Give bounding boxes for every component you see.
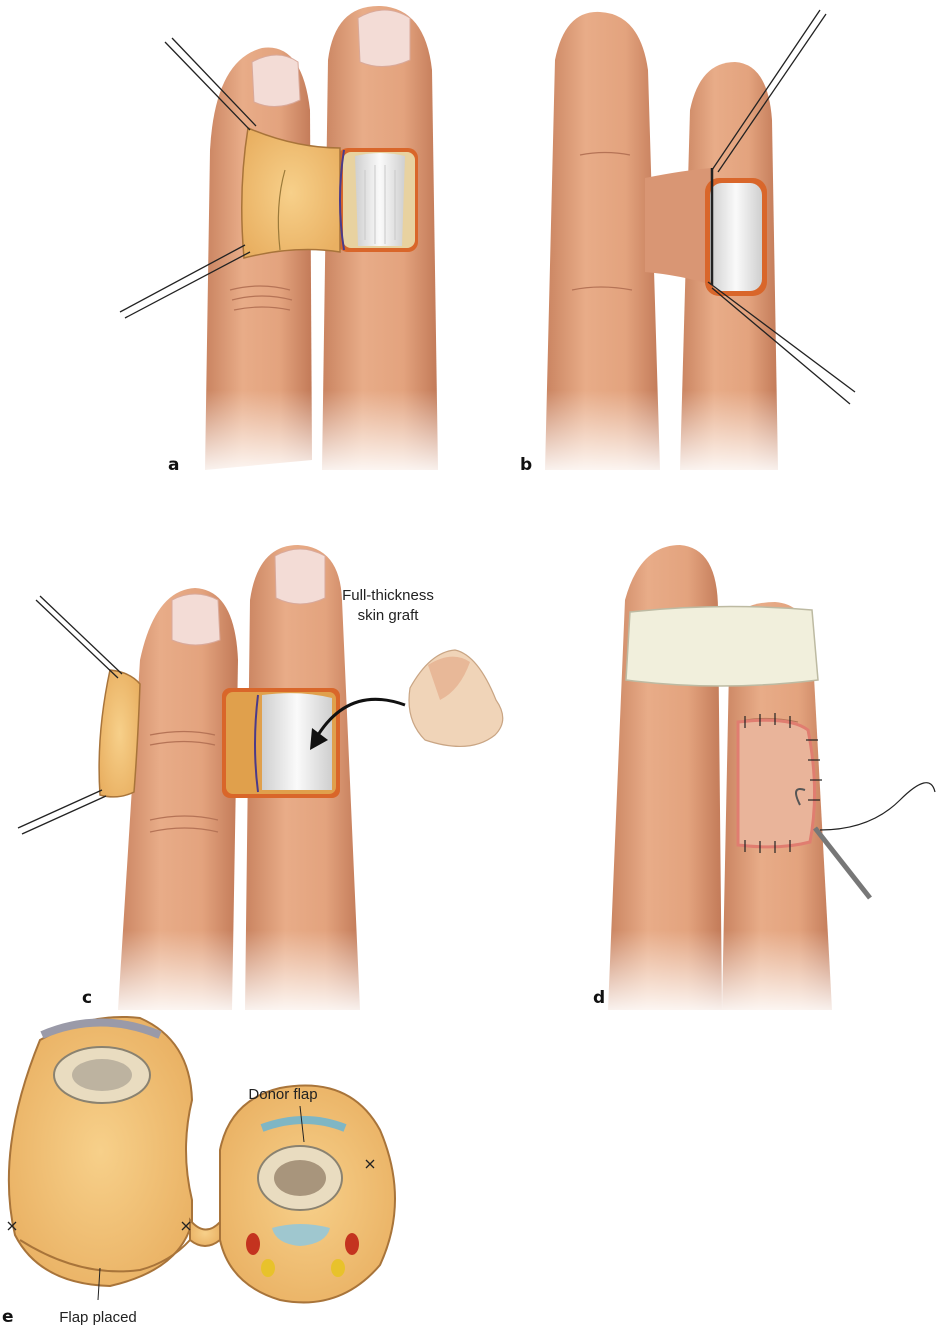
panel-e: Donor flap Flap placed e bbox=[2, 1015, 396, 1327]
panel-c: Full-thickness skin graft c bbox=[17, 545, 504, 1020]
graft-label-line1: Full-thickness bbox=[342, 587, 434, 604]
needle-holder bbox=[813, 826, 872, 900]
left-finger-c bbox=[118, 588, 238, 1010]
panel-d: d bbox=[593, 545, 936, 1020]
exposed-tendon bbox=[355, 153, 405, 246]
panel-letter-e: e bbox=[2, 1307, 14, 1327]
flap-placed-leader bbox=[97, 1267, 101, 1301]
left-fingernail bbox=[251, 54, 301, 107]
artery-right bbox=[345, 1233, 359, 1255]
flap-placed-layer bbox=[19, 1239, 191, 1273]
graft-label-line2: skin graft bbox=[358, 607, 420, 624]
sutured-graft bbox=[736, 718, 817, 849]
recipient-nail bbox=[40, 1018, 162, 1039]
inset-flap bbox=[645, 168, 712, 285]
panel-letter-b: b bbox=[520, 455, 532, 475]
panel-letter-a: a bbox=[168, 455, 179, 475]
panel-letter-c: c bbox=[82, 988, 92, 1008]
syndactyly-dressing bbox=[625, 605, 819, 687]
flap-placed-label: Flap placed bbox=[59, 1309, 137, 1326]
right-fingernail bbox=[357, 9, 411, 67]
artery-left bbox=[246, 1233, 260, 1255]
cross-finger-flap bbox=[241, 126, 341, 259]
panel-b: b bbox=[520, 9, 856, 480]
panel-a: a bbox=[119, 5, 460, 480]
panel-letter-d: d bbox=[593, 988, 605, 1008]
donor-flap-label: Donor flap bbox=[248, 1086, 317, 1103]
transfer-arrow bbox=[316, 697, 406, 736]
right-fingernail-c bbox=[274, 548, 326, 605]
donor-flap-leader bbox=[299, 1105, 305, 1143]
raised-flap bbox=[98, 669, 141, 798]
dorsal-left-finger bbox=[545, 11, 660, 471]
left-fingernail-c bbox=[171, 593, 221, 646]
nerve-left bbox=[261, 1259, 275, 1277]
nerve-right bbox=[331, 1259, 345, 1277]
